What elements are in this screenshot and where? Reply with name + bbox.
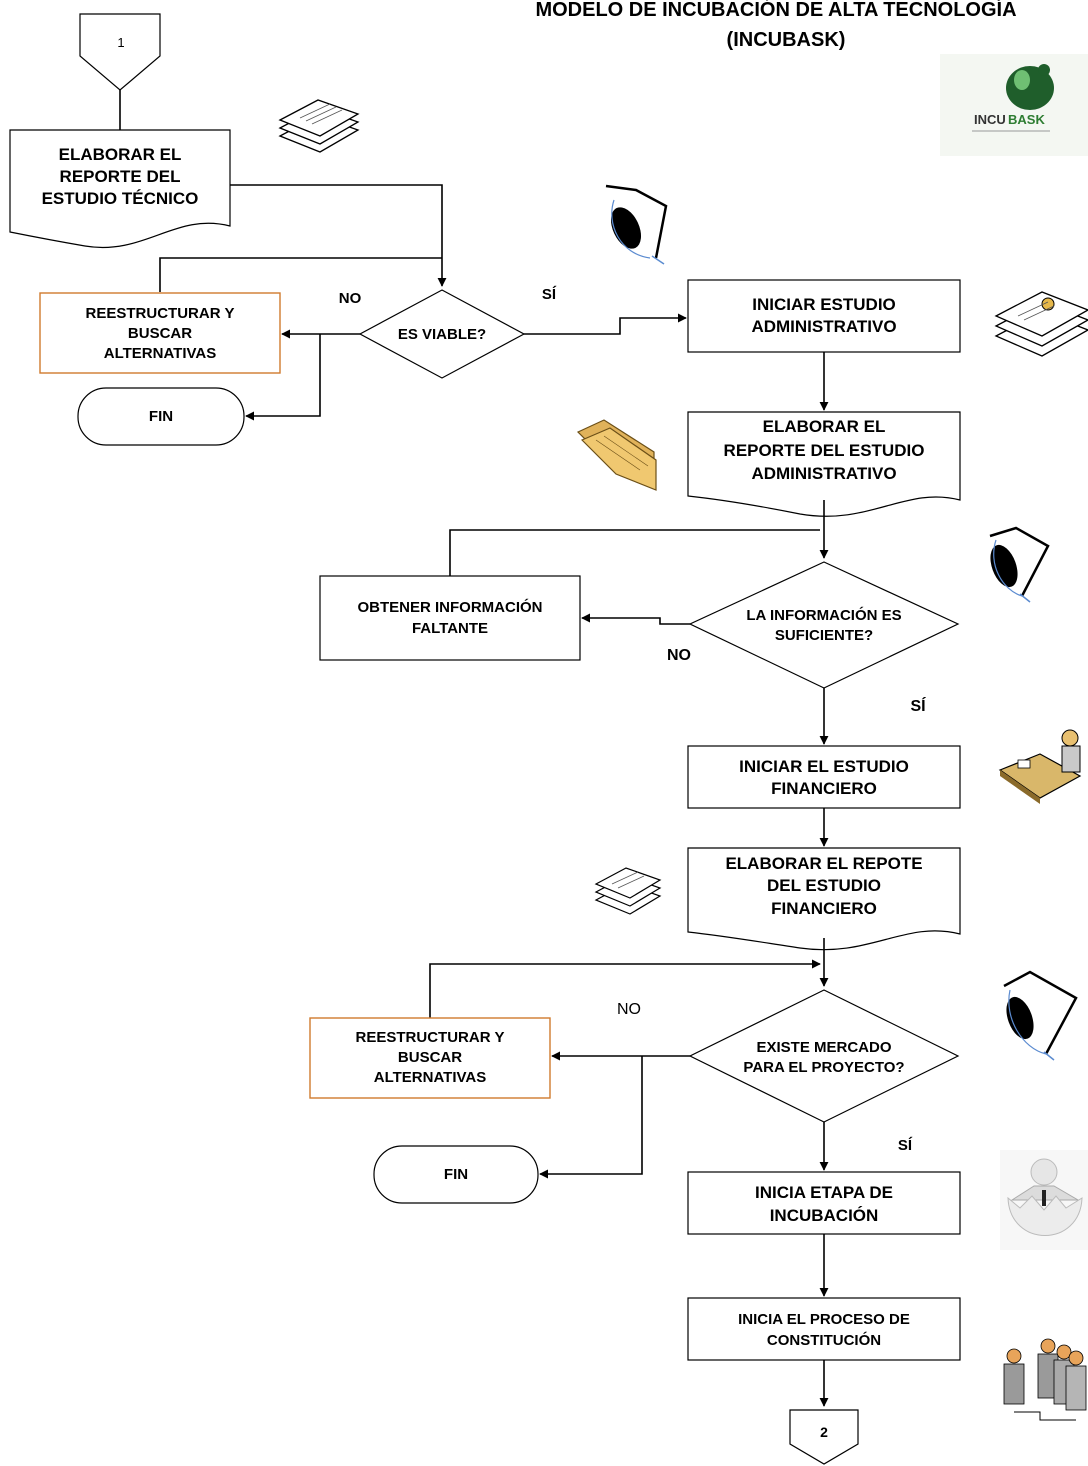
restructure-1-line-1: REESTRUCTURAR Y — [86, 305, 235, 322]
documents-badge-icon — [994, 291, 1088, 357]
start-financial-study: INICIAR EL ESTUDIO FINANCIERO — [687, 745, 961, 809]
incubation-stage: INICIA ETAPA DE INCUBACIÓN — [687, 1171, 961, 1235]
connector-1-label: 1 — [117, 35, 124, 50]
decision-es-viable: ES VIABLE? — [358, 289, 526, 379]
people-group-icon — [1003, 1338, 1087, 1421]
constitution-line-2: CONSTITUCIÓN — [767, 1331, 881, 1349]
report-fin-line-3: FINANCIERO — [771, 899, 877, 918]
constitution-process: INICIA EL PROCESO DE CONSTITUCIÓN — [687, 1297, 961, 1361]
no-label-1: NO — [339, 290, 362, 307]
doc-report-admin: ELABORAR EL REPORTE DEL ESTUDIO ADMINIST… — [687, 411, 961, 517]
start-fin-line-1: INICIAR EL ESTUDIO — [739, 757, 909, 776]
report-tecnico-line-1: ELABORAR EL — [59, 145, 182, 164]
restructure-2-line-3: ALTERNATIVAS — [374, 1069, 487, 1086]
logo-text-b: BASK — [1008, 112, 1045, 127]
report-tecnico-line-2: REPORTE DEL — [60, 167, 181, 186]
papers-icon — [278, 99, 360, 153]
decision-market-line-1: EXISTE MERCADO — [756, 1039, 891, 1056]
fin-1-label: FIN — [149, 408, 173, 425]
title-line-2: (INCUBASK) — [727, 29, 846, 51]
si-label-1: SÍ — [542, 286, 557, 303]
fin-2-label: FIN — [444, 1166, 468, 1183]
incubation-line-2: INCUBACIÓN — [770, 1206, 879, 1225]
restructure-box-2: REESTRUCTURAR Y BUSCAR ALTERNATIVAS — [309, 1017, 551, 1099]
incubask-logo: INCU BASK — [940, 54, 1088, 156]
decision-market-line-2: PARA EL PROYECTO? — [743, 1059, 904, 1076]
restructure-2-line-1: REESTRUCTURAR Y — [356, 1029, 505, 1046]
mouse-icon-2 — [989, 526, 1050, 603]
no-label-3: NO — [617, 1001, 641, 1018]
logo-text-a: INCU — [974, 112, 1006, 127]
report-admin-line-3: ADMINISTRATIVO — [751, 464, 896, 483]
connector-2-label: 2 — [820, 1424, 828, 1440]
desk-worker-icon — [998, 729, 1082, 804]
si-label-2: SÍ — [910, 696, 926, 715]
papers-icon-2 — [594, 867, 662, 915]
title-line-1: MODELO DE INCUBACIÓN DE ALTA TECNOLOGÍA — [535, 0, 1016, 21]
restructure-1-line-2: BUSCAR — [128, 325, 192, 342]
decision-market: EXISTE MERCADO PARA EL PROYECTO? — [688, 989, 960, 1123]
off-page-connector-2: 2 — [789, 1409, 859, 1465]
constitution-line-1: INICIA EL PROCESO DE — [738, 1311, 910, 1328]
si-label-3: SÍ — [898, 1137, 913, 1154]
start-admin-line-1: INICIAR ESTUDIO — [752, 295, 896, 314]
obtain-info-line-2: FALTANTE — [412, 620, 488, 637]
doc-report-financial: ELABORAR EL REPOTE DEL ESTUDIO FINANCIER… — [687, 847, 961, 951]
no-label-2: NO — [667, 647, 691, 664]
decision-info-sufficient: LA INFORMACIÓN ES SUFICIENTE? — [688, 561, 960, 689]
restructure-2-line-2: BUSCAR — [398, 1049, 462, 1066]
report-admin-line-1: ELABORAR EL — [763, 417, 886, 436]
folder-icon — [576, 419, 657, 491]
report-fin-line-2: DEL ESTUDIO — [767, 876, 881, 895]
decision-info-line-2: SUFICIENTE? — [775, 627, 873, 644]
start-fin-line-2: FINANCIERO — [771, 779, 877, 798]
mouse-icon-3 — [1003, 970, 1078, 1061]
decision-viable-label: ES VIABLE? — [398, 326, 486, 343]
report-admin-line-2: REPORTE DEL ESTUDIO — [724, 441, 925, 460]
decision-info-line-1: LA INFORMACIÓN ES — [746, 606, 901, 624]
incubation-line-1: INICIA ETAPA DE — [755, 1183, 893, 1202]
obtain-info-line-1: OBTENER INFORMACIÓN — [358, 598, 543, 616]
restructure-box-1: REESTRUCTURAR Y BUSCAR ALTERNATIVAS — [39, 292, 281, 374]
terminator-fin-2: FIN — [373, 1145, 539, 1204]
start-admin-line-2: ADMINISTRATIVO — [751, 317, 896, 336]
off-page-connector-1: 1 — [79, 13, 161, 91]
terminator-fin-1: FIN — [77, 387, 245, 446]
obtain-info-box: OBTENER INFORMACIÓN FALTANTE — [319, 575, 581, 661]
start-admin-study: INICIAR ESTUDIO ADMINISTRATIVO — [687, 279, 961, 353]
doc-report-tecnico: ELABORAR EL REPORTE DEL ESTUDIO TÉCNICO — [9, 129, 231, 248]
mouse-icon-1 — [605, 184, 668, 265]
report-fin-line-1: ELABORAR EL REPOTE — [725, 854, 922, 873]
restructure-1-line-3: ALTERNATIVAS — [104, 345, 217, 362]
hatching-person-icon — [1000, 1150, 1088, 1250]
report-tecnico-line-3: ESTUDIO TÉCNICO — [42, 189, 199, 208]
